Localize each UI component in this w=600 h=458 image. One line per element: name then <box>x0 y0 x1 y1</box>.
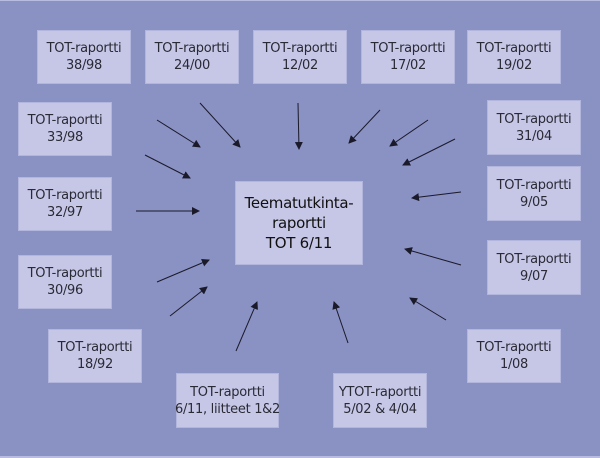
source-title: TOT-raportti <box>46 41 122 56</box>
source-number: 12/02 <box>282 58 318 73</box>
source-box-tot-6-11-liitteet: TOT-raportti 6/11, liitteet 1&2 <box>175 373 280 428</box>
source-title: TOT-raportti <box>476 340 552 355</box>
arrow-tot-19-02-to-center <box>389 119 429 147</box>
source-box-tot-30-96: TOT-raportti 30/96 <box>18 255 112 309</box>
center-line-1: Teematutkinta- <box>244 194 354 212</box>
source-box-tot-19-02: TOT-raportti 19/02 <box>467 30 561 84</box>
source-box-tot-12-02: TOT-raportti 12/02 <box>253 30 347 84</box>
source-title: TOT-raportti <box>262 41 338 56</box>
arrow-tot-18-92-to-center <box>169 286 208 317</box>
source-number: 19/02 <box>496 58 532 73</box>
source-box-tot-33-98: TOT-raportti 33/98 <box>18 102 112 156</box>
source-title: TOT-raportti <box>190 384 265 400</box>
arrow-ytot-5-02-4-04-to-center <box>332 301 349 344</box>
source-title: YTOT-raportti <box>338 384 422 400</box>
source-box-tot-17-02: TOT-raportti 17/02 <box>361 30 455 84</box>
source-box-tot-18-92: TOT-raportti 18/92 <box>48 329 142 383</box>
top-border <box>0 0 600 1</box>
source-box-tot-31-04: TOT-raportti 31/04 <box>487 100 581 155</box>
center-line-2: raportti <box>272 214 326 232</box>
source-title: TOT-raportti <box>27 113 103 128</box>
source-title: TOT-raportti <box>496 251 572 267</box>
source-number: 38/98 <box>66 58 102 73</box>
source-number: 5/02 & 4/04 <box>343 401 417 417</box>
source-number: 6/11, liitteet 1&2 <box>175 401 280 417</box>
source-box-tot-1-08: TOT-raportti 1/08 <box>467 329 561 383</box>
source-number: 30/96 <box>47 283 83 298</box>
center-report-box: Teematutkinta- raportti TOT 6/11 <box>235 181 363 265</box>
source-number: 18/92 <box>77 357 113 372</box>
source-box-tot-38-98: TOT-raportti 38/98 <box>37 30 131 84</box>
bottom-border <box>0 456 600 458</box>
arrow-tot-30-96-to-center <box>156 259 210 283</box>
arrow-tot-31-04-to-center <box>402 138 456 166</box>
arrow-tot-9-07-to-center <box>404 247 462 266</box>
source-box-tot-9-07: TOT-raportti 9/07 <box>487 240 581 295</box>
source-number: 17/02 <box>390 58 426 73</box>
source-title: TOT-raportti <box>476 41 552 56</box>
arrow-tot-12-02-to-center <box>294 102 303 150</box>
source-title: TOT-raportti <box>57 340 133 355</box>
arrow-tot-17-02-to-center <box>348 109 381 144</box>
arrow-tot-9-05-to-center <box>411 191 462 202</box>
arrow-tot-33-98-to-center <box>144 154 191 179</box>
source-title: TOT-raportti <box>496 111 572 127</box>
arrow-tot-38-98-to-center <box>156 119 201 148</box>
source-box-tot-24-00: TOT-raportti 24/00 <box>145 30 239 84</box>
center-line-3: TOT 6/11 <box>265 234 333 252</box>
source-box-tot-9-05: TOT-raportti 9/05 <box>487 166 581 221</box>
source-title: TOT-raportti <box>154 41 230 56</box>
source-number: 24/00 <box>174 58 210 73</box>
arrow-tot-1-08-to-center <box>409 297 447 321</box>
source-title: TOT-raportti <box>27 188 103 203</box>
source-box-ytot-5-02-4-04: YTOT-raportti 5/02 & 4/04 <box>333 373 427 428</box>
source-title: TOT-raportti <box>370 41 446 56</box>
source-number: 9/07 <box>520 268 548 284</box>
source-number: 1/08 <box>500 357 528 372</box>
source-title: TOT-raportti <box>27 266 103 281</box>
source-number: 32/97 <box>47 205 83 220</box>
source-title: TOT-raportti <box>496 177 572 193</box>
arrow-tot-6-11-liitteet-to-center <box>235 301 258 352</box>
source-box-tot-32-97: TOT-raportti 32/97 <box>18 177 112 231</box>
source-number: 31/04 <box>516 128 552 144</box>
arrow-tot-24-00-to-center <box>199 102 241 148</box>
source-number: 9/05 <box>520 194 548 210</box>
source-number: 33/98 <box>47 130 83 145</box>
